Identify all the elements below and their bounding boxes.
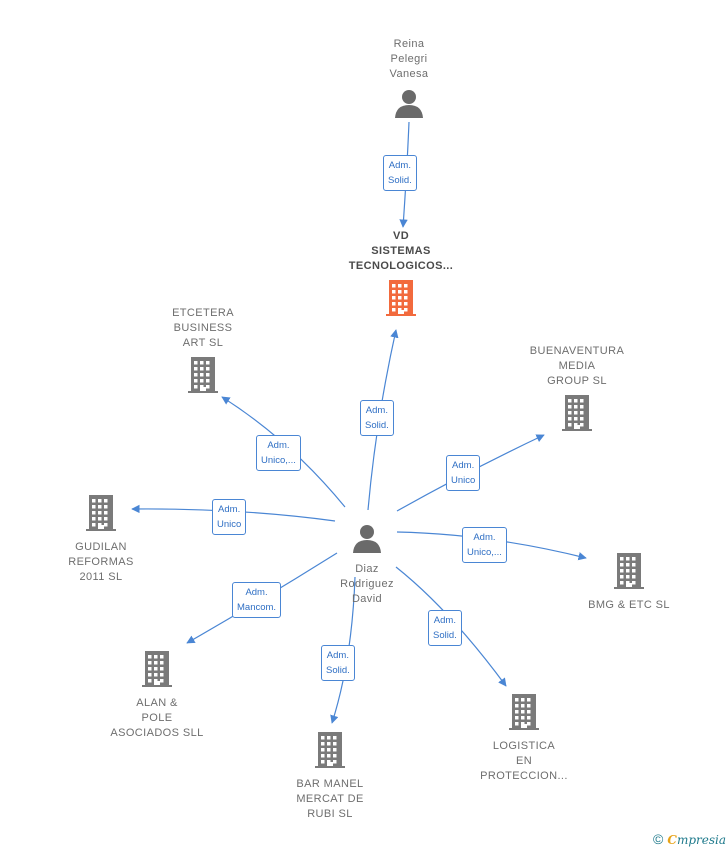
node-label: Reina Pelegri Vanesa [389,38,429,80]
brand-logo-text: mpresia [676,833,726,847]
node-logistica[interactable]: LOGISTICA EN PROTECCION... [459,694,589,784]
node-label: BUENAVENTURA MEDIA GROUP SL [529,345,625,387]
edge-label-reina-vd[interactable]: Adm. Solid. [383,155,417,191]
building-icon [92,651,222,692]
building-icon [138,357,268,398]
building-icon [336,280,466,321]
empresia-brand[interactable]: ©Cmpresia [653,831,726,847]
edge-label-diaz-etcetera[interactable]: Adm. Unico,... [256,435,301,471]
node-buenaventura[interactable]: BUENAVENTURA MEDIA GROUP SL [512,344,642,436]
node-alan[interactable]: ALAN & POLE ASOCIADOS SLL [92,651,222,741]
building-icon [265,732,395,773]
node-label: BAR MANEL MERCAT DE RUBI SL [296,778,364,820]
node-etcetera[interactable]: ETCETERA BUSINESS ART SL [138,306,268,398]
brand-logo-e: C [667,833,677,847]
edge-label-diaz-barmanel[interactable]: Adm. Solid. [321,645,355,681]
node-label: ETCETERA BUSINESS ART SL [172,307,234,349]
node-label: BMG & ETC SL [588,599,670,611]
node-label: LOGISTICA EN PROTECCION... [480,740,568,782]
node-bmg[interactable]: BMG & ETC SL [564,553,694,613]
node-gudilan[interactable]: GUDILAN REFORMAS 2011 SL [36,495,166,585]
building-icon [36,495,166,536]
person-icon [344,88,474,123]
node-diaz[interactable]: Diaz Rodriguez David [302,523,432,607]
edge-label-diaz-logistica[interactable]: Adm. Solid. [428,610,462,646]
edge-label-diaz-bmg[interactable]: Adm. Unico,... [462,527,507,563]
node-label: GUDILAN REFORMAS 2011 SL [68,541,134,583]
building-icon [512,395,642,436]
node-reina[interactable]: Reina Pelegri Vanesa [344,37,474,123]
edge-label-diaz-alan[interactable]: Adm. Mancom. [232,582,282,618]
node-label: ALAN & POLE ASOCIADOS SLL [110,697,204,739]
building-icon [564,553,694,594]
copyright-icon: © [653,831,664,847]
node-label: VD SISTEMAS TECNOLOGICOS... [348,230,454,272]
edge-label-diaz-gudilan[interactable]: Adm. Unico [212,499,247,535]
edge-label-diaz-buenaventura[interactable]: Adm. Unico [446,455,481,491]
edge-label-diaz-vd[interactable]: Adm. Solid. [360,400,394,436]
node-label: Diaz Rodriguez David [340,563,394,605]
node-vd[interactable]: VD SISTEMAS TECNOLOGICOS... [336,229,466,321]
person-icon [302,523,432,558]
building-icon [459,694,589,735]
node-barmanel[interactable]: BAR MANEL MERCAT DE RUBI SL [265,732,395,822]
